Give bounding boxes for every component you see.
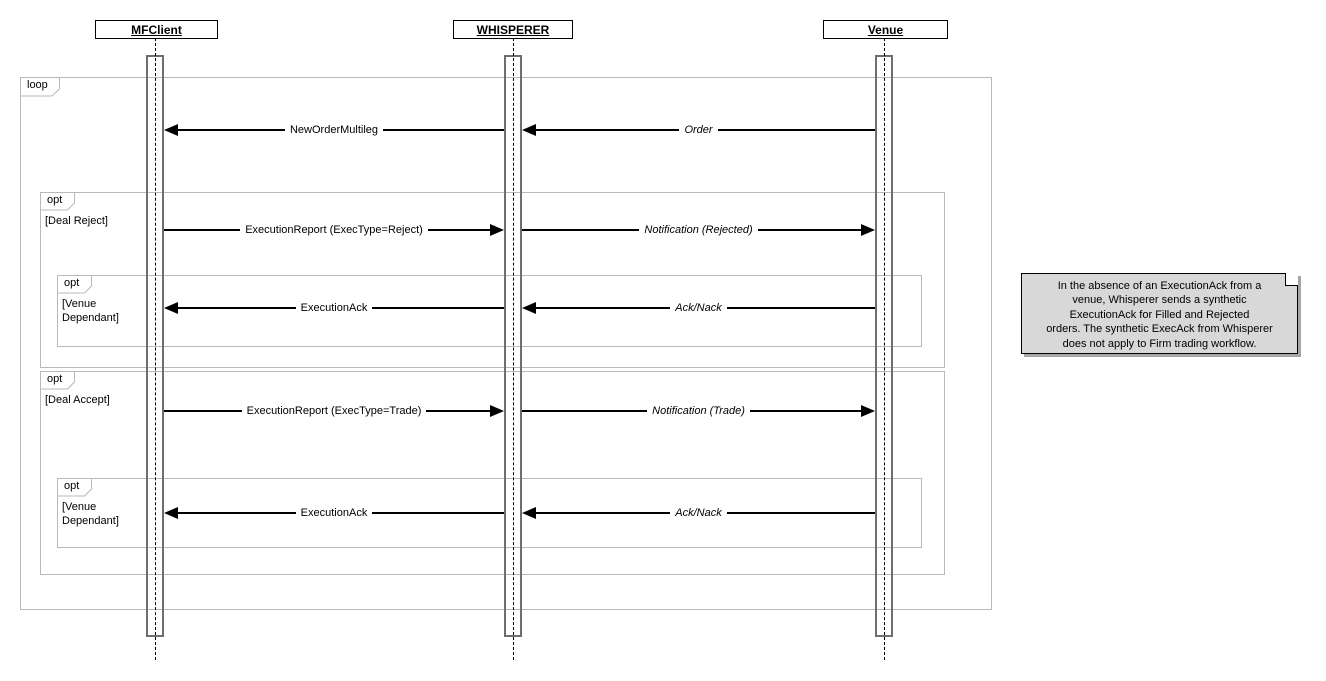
message-ack-nack-2: Ack/Nack — [522, 505, 875, 521]
arrowhead-right-icon — [490, 405, 504, 417]
arrowhead-left-icon — [164, 124, 178, 136]
pentagon-tab-shape — [40, 192, 75, 211]
message-ack-nack-1: Ack/Nack — [522, 300, 875, 316]
message-execution-ack-2: ExecutionAck — [164, 505, 504, 521]
opt-venue-dependant-tab-2: opt — [57, 478, 93, 502]
pentagon-tab-shape — [57, 275, 92, 294]
message-label: ExecutionAck — [295, 302, 373, 314]
guard-venue-dependant-1: [Venue Dependant] — [62, 298, 119, 324]
arrowhead-right-icon — [490, 224, 504, 236]
guard-venue-dependant-2: [Venue Dependant] — [62, 501, 119, 527]
arrowhead-left-icon — [164, 507, 178, 519]
message-notification-trade: Notification (Trade) — [522, 403, 875, 419]
arrowhead-right-icon — [861, 224, 875, 236]
message-execution-ack-1: ExecutionAck — [164, 300, 504, 316]
message-label: NewOrderMultileg — [284, 124, 384, 136]
opt-venue-dependant-label-1: opt — [64, 277, 80, 289]
message-label: Notification (Trade) — [647, 405, 750, 417]
arrowhead-left-icon — [164, 302, 178, 314]
actor-mfclient: MFClient — [95, 20, 218, 39]
opt-venue-dependant-frame-1: opt [Venue Dependant] — [57, 275, 922, 347]
arrowhead-left-icon — [522, 507, 536, 519]
message-label: ExecutionAck — [295, 507, 373, 519]
lifeline-whisperer — [513, 38, 514, 660]
pentagon-tab-shape — [40, 371, 75, 390]
pentagon-tab-shape — [20, 77, 60, 97]
message-new-order-multileg: NewOrderMultileg — [164, 122, 504, 138]
message-execution-report-reject: ExecutionReport (ExecType=Reject) — [164, 222, 504, 238]
arrowhead-left-icon — [522, 302, 536, 314]
lifeline-venue — [884, 38, 885, 660]
opt-deal-accept-label: opt — [47, 373, 63, 385]
loop-frame: loop — [20, 77, 992, 610]
message-execution-report-trade: ExecutionReport (ExecType=Trade) — [164, 403, 504, 419]
message-label: Ack/Nack — [670, 302, 727, 314]
message-label: Ack/Nack — [670, 507, 727, 519]
note-box: In the absence of an ExecutionAck from a… — [1021, 273, 1298, 354]
opt-venue-dependant-label-2: opt — [64, 480, 80, 492]
loop-frame-tab: loop — [20, 77, 61, 102]
message-label: ExecutionReport (ExecType=Reject) — [240, 224, 428, 236]
guard-deal-reject: [Deal Reject] — [45, 215, 108, 227]
guard-deal-accept: [Deal Accept] — [45, 394, 110, 406]
opt-venue-dependant-tab-1: opt — [57, 275, 93, 299]
actor-venue: Venue — [823, 20, 948, 39]
opt-deal-reject-frame: opt [Deal Reject] — [40, 192, 945, 368]
loop-frame-label: loop — [27, 79, 48, 91]
actor-whisperer: WHISPERER — [453, 20, 573, 39]
opt-deal-reject-tab: opt — [40, 192, 76, 216]
opt-venue-dependant-frame-2: opt [Venue Dependant] — [57, 478, 922, 548]
lifeline-mfclient — [155, 38, 156, 660]
message-label: Notification (Rejected) — [639, 224, 758, 236]
opt-deal-accept-tab: opt — [40, 371, 76, 395]
note-dogear-icon — [1285, 273, 1298, 286]
message-label: Order — [679, 124, 718, 136]
arrowhead-right-icon — [861, 405, 875, 417]
arrowhead-left-icon — [522, 124, 536, 136]
pentagon-tab-shape — [57, 478, 92, 497]
message-order: Order — [522, 122, 875, 138]
note-text: In the absence of an ExecutionAck from a… — [1046, 280, 1273, 350]
message-label: ExecutionReport (ExecType=Trade) — [241, 405, 427, 417]
message-notification-rejected: Notification (Rejected) — [522, 222, 875, 238]
opt-deal-accept-frame: opt [Deal Accept] — [40, 371, 945, 575]
opt-deal-reject-label: opt — [47, 194, 63, 206]
